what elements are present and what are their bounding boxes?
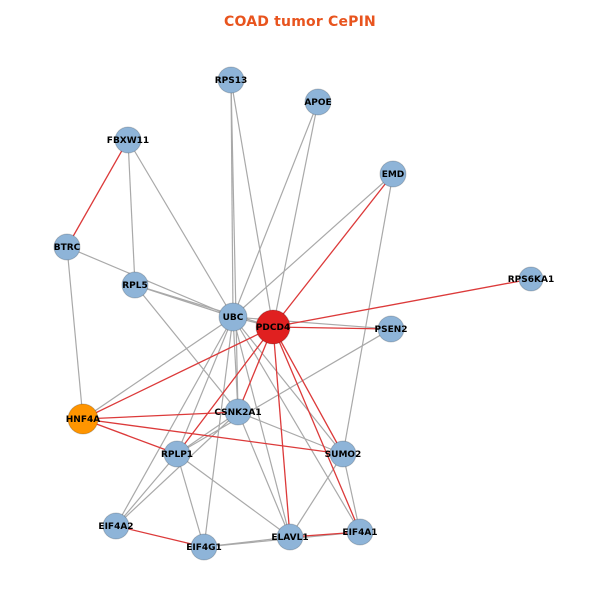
- edge-HNF4A-CSNK2A1: [82, 411, 239, 420]
- node-HNF4A: [67, 403, 99, 435]
- node-label-PDCD4: PDCD4: [256, 323, 290, 333]
- node-UBC: [218, 302, 248, 332]
- edge-HNF4A-SUMO2: [82, 418, 344, 455]
- edge-BTRC-HNF4A: [66, 246, 84, 420]
- edge-PDCD4-PSEN2: [272, 326, 392, 330]
- node-SUMO2: [329, 440, 357, 468]
- edge-RPL5-PDCD4: [134, 284, 274, 328]
- edge-SUMO2-EIF4A1: [342, 453, 361, 533]
- edge-UBC-EIF4G1: [203, 316, 234, 548]
- edge-FBXW11-BTRC: [66, 139, 129, 248]
- node-label-RPS13: RPS13: [215, 76, 248, 86]
- node-APOE: [304, 88, 332, 116]
- edge-UBC-SUMO2: [232, 316, 344, 455]
- edge-CSNK2A1-ELAVL1: [237, 411, 291, 538]
- edge-UBC-HNF4A: [82, 316, 234, 420]
- edge-PDCD4-EIF4A1: [272, 326, 361, 533]
- edge-PDCD4-RPS6KA1: [272, 278, 532, 328]
- edge-FBXW11-UBC: [127, 139, 234, 318]
- node-label-EMD: EMD: [382, 170, 405, 180]
- node-RPS13: [217, 66, 245, 94]
- node-label-EIF4G1: EIF4G1: [186, 543, 222, 553]
- edge-RPS13-CSNK2A1: [230, 79, 239, 413]
- node-label-HNF4A: HNF4A: [66, 415, 100, 425]
- edge-SUMO2-ELAVL1: [289, 453, 344, 538]
- node-EMD: [379, 160, 407, 188]
- edge-APOE-PDCD4: [272, 101, 319, 328]
- edge-PDCD4-RPLP1: [176, 326, 274, 455]
- edge-FBXW11-RPL5: [127, 139, 136, 286]
- edge-BTRC-UBC: [66, 246, 234, 318]
- node-label-APOE: APOE: [304, 98, 331, 108]
- edge-UBC-ELAVL1: [232, 316, 291, 538]
- edge-PSEN2-RPLP1: [176, 328, 392, 455]
- node-PDCD4: [255, 309, 291, 345]
- edge-CSNK2A1-SUMO2: [237, 411, 344, 455]
- edge-APOE-UBC: [232, 101, 319, 318]
- node-label-FBXW11: FBXW11: [107, 136, 149, 146]
- node-EIF4A2: [102, 512, 130, 540]
- node-PSEN2: [377, 315, 405, 343]
- node-label-BTRC: BTRC: [54, 243, 81, 253]
- node-CSNK2A1: [224, 398, 252, 426]
- node-label-EIF4A1: EIF4A1: [342, 528, 377, 538]
- edge-RPLP1-EIF4G1: [176, 453, 205, 548]
- node-RPLP1: [163, 440, 191, 468]
- edge-RPLP1-EIF4A2: [115, 453, 178, 527]
- edge-EMD-UBC: [232, 173, 394, 318]
- node-EIF4A1: [346, 518, 374, 546]
- node-label-UBC: UBC: [223, 313, 244, 323]
- node-RPS6KA1: [518, 266, 544, 292]
- edge-UBC-CSNK2A1: [232, 316, 239, 413]
- edge-CSNK2A1-EIF4A2: [115, 411, 239, 527]
- node-label-SUMO2: SUMO2: [325, 450, 362, 460]
- node-EIF4G1: [190, 533, 218, 561]
- node-label-PSEN2: PSEN2: [374, 325, 407, 335]
- edge-UBC-RPLP1: [176, 316, 234, 455]
- node-RPL5: [121, 271, 149, 299]
- edge-PDCD4-HNF4A: [82, 326, 274, 420]
- node-FBXW11: [114, 126, 142, 154]
- edge-UBC-EIF4A2: [115, 316, 234, 527]
- edge-PDCD4-ELAVL1: [272, 326, 291, 538]
- node-BTRC: [53, 233, 81, 261]
- node-label-RPS6KA1: RPS6KA1: [508, 275, 554, 285]
- node-ELAVL1: [276, 523, 304, 551]
- edge-PDCD4-EMD: [272, 173, 394, 328]
- node-label-EIF4A2: EIF4A2: [98, 522, 133, 532]
- edge-UBC-EIF4A1: [232, 316, 361, 533]
- plot-title: COAD tumor CePIN: [224, 14, 376, 30]
- node-label-RPL5: RPL5: [122, 281, 148, 291]
- edge-PDCD4-SUMO2: [272, 326, 344, 455]
- edge-EMD-SUMO2: [342, 173, 394, 455]
- edge-EIF4A2-EIF4G1: [115, 525, 205, 548]
- edge-RPLP1-ELAVL1: [176, 453, 291, 538]
- node-label-ELAVL1: ELAVL1: [271, 533, 308, 543]
- edge-RPS13-PDCD4: [230, 79, 274, 328]
- node-label-RPLP1: RPLP1: [161, 450, 193, 460]
- edge-HNF4A-RPLP1: [82, 418, 178, 455]
- node-label-CSNK2A1: CSNK2A1: [214, 408, 261, 418]
